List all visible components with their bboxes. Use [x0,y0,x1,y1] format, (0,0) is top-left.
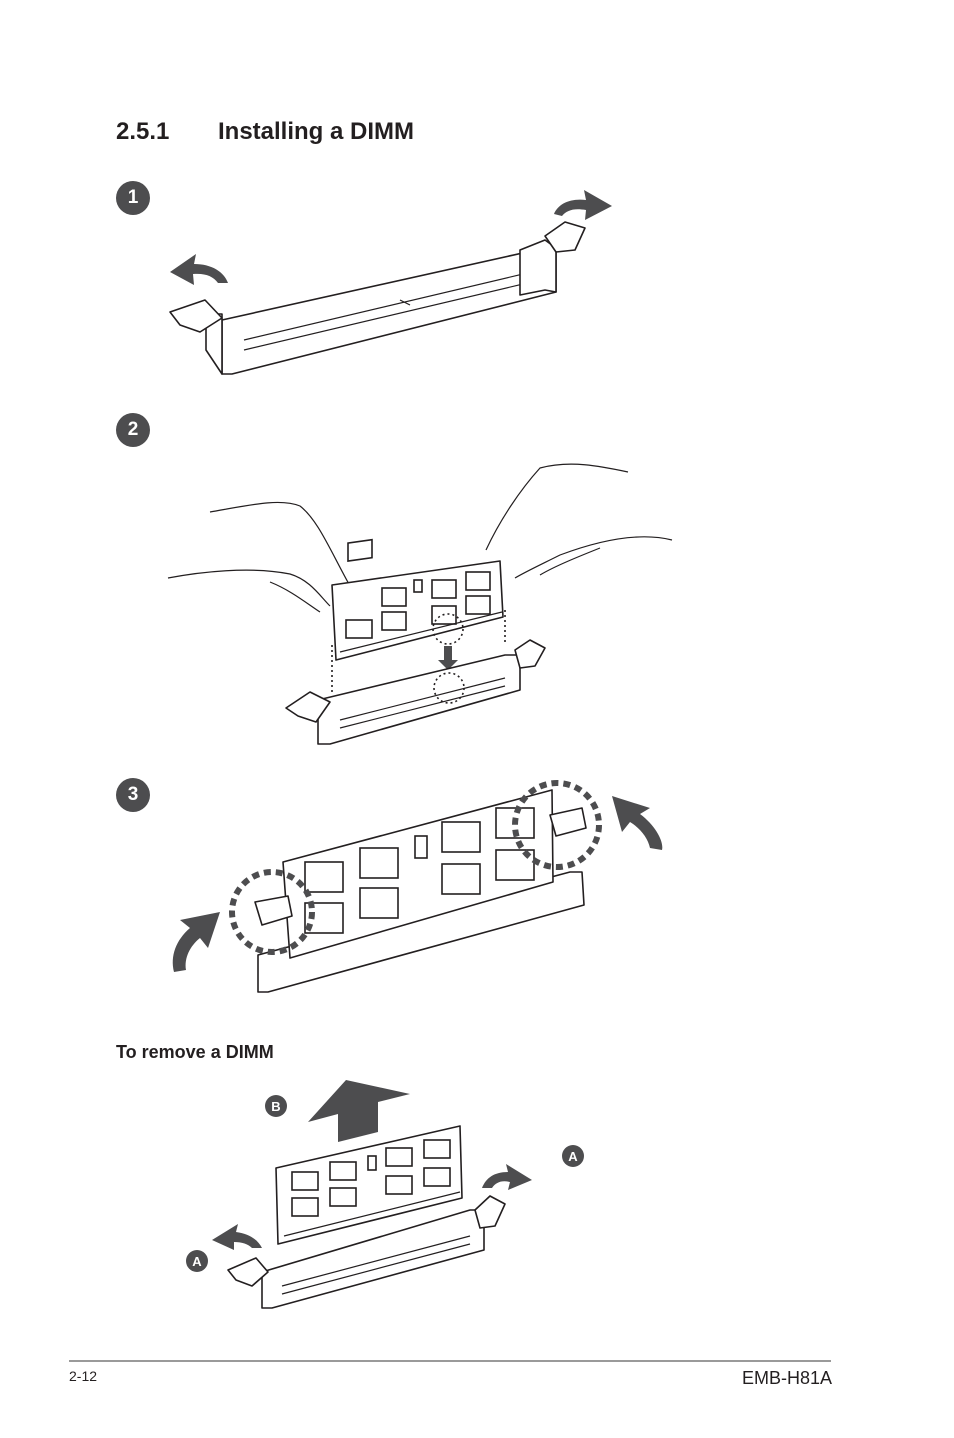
step-3-badge: 3 [116,778,150,812]
remove-heading: To remove a DIMM [116,1042,274,1062]
step-1-badge: 1 [116,181,150,215]
section-number: 2.5.1 [116,118,170,145]
remove-label-a-right: A [562,1145,584,1167]
section-title: Installing a DIMM [218,118,415,145]
remove-label-a-left: A [186,1250,208,1272]
remove-label-b: B [265,1095,287,1117]
page-number: 2-12 [69,1368,98,1384]
step-2-badge: 2 [116,413,150,447]
footer-divider [69,1360,831,1362]
model-name: EMB-H81A [741,1368,832,1388]
